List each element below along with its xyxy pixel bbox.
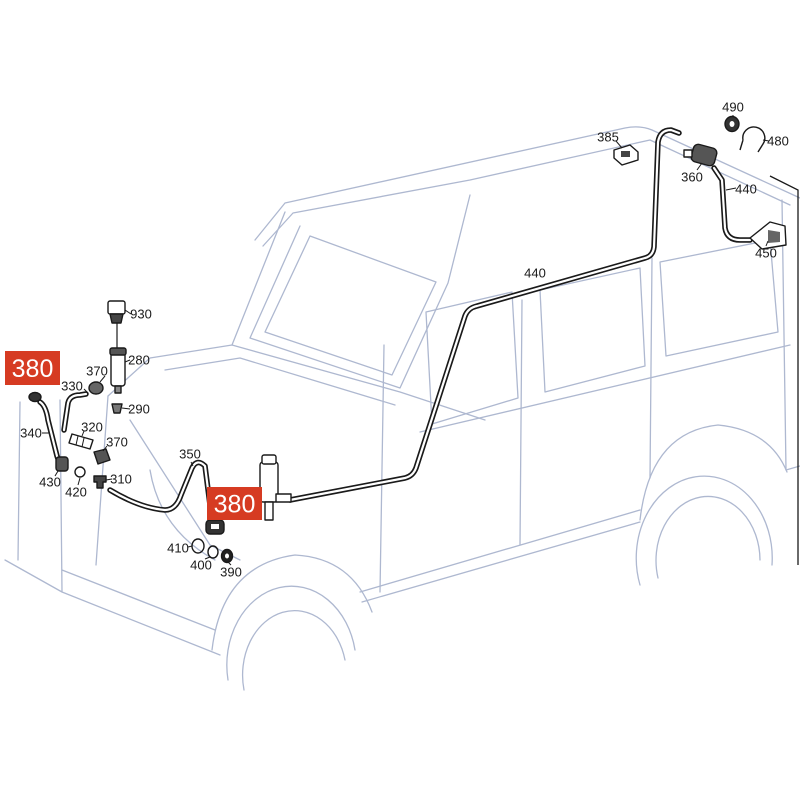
part-400-washer [207, 545, 219, 559]
windshield-inner [264, 235, 437, 376]
callout-420: 420 [65, 485, 87, 500]
rocker-panel [359, 509, 641, 603]
vehicle-outline [4, 126, 800, 691]
callout-280: 280 [128, 353, 150, 368]
callout-410: 410 [167, 541, 189, 556]
part-370-lower [93, 448, 111, 465]
callout-480: 480 [767, 134, 789, 149]
callout-440-main: 440 [524, 266, 546, 281]
part-450-nozzle [749, 221, 787, 250]
rear-tire [635, 475, 773, 586]
highlight-label: 380 [12, 355, 54, 383]
hose-350 [107, 459, 213, 513]
rear-door-window [539, 267, 646, 393]
callout-400: 400 [190, 558, 212, 573]
part-480-clip [739, 126, 766, 153]
rear-wheel-arch [639, 424, 788, 521]
part-370-upper [88, 381, 104, 395]
door-lines [379, 257, 653, 593]
part-380-left-nozzle [28, 391, 42, 403]
callout-350: 350 [179, 447, 201, 462]
callout-430: 430 [39, 475, 61, 490]
callout-385: 385 [597, 130, 619, 145]
highlighted-callout-380-left: 380 [5, 351, 60, 385]
rear-side-window [659, 239, 779, 357]
part-420-seal [74, 466, 86, 478]
hose-440-rear [711, 165, 753, 243]
callout-360: 360 [681, 170, 703, 185]
part-280-washer-pump [109, 347, 127, 394]
part-320-connector [68, 433, 94, 450]
callout-930: 930 [130, 307, 152, 322]
callout-440-rear: 440 [735, 182, 757, 197]
front-tire [226, 585, 356, 691]
highlight-label: 380 [214, 491, 256, 519]
front-door-window [425, 291, 519, 425]
part-390-nut [220, 548, 234, 564]
part-430-clip [55, 456, 69, 472]
washer-pump-unit [259, 454, 292, 521]
hose-330 [61, 391, 89, 433]
hose-440-main [287, 127, 682, 503]
part-310-fitting [93, 475, 107, 489]
windshield-frame [231, 194, 471, 389]
part-380-right-nozzle [205, 519, 225, 535]
front-wheel-arch [211, 554, 373, 651]
part-490-grommet [724, 115, 740, 133]
highlight-box [5, 351, 60, 385]
callout-450: 450 [755, 246, 777, 261]
callout-490: 490 [722, 100, 744, 115]
callout-320: 320 [81, 420, 103, 435]
highlighted-callout-380-right: 380 [207, 487, 262, 520]
callout-290: 290 [128, 402, 150, 417]
hood-crease [164, 357, 396, 406]
leader-lines [42, 115, 770, 566]
callout-370-lower: 370 [106, 435, 128, 450]
belt-line [419, 344, 791, 433]
rear-body [781, 199, 800, 471]
callout-330: 330 [61, 379, 83, 394]
callout-340: 340 [20, 426, 42, 441]
highlight-box [207, 487, 262, 520]
part-290-cap [111, 403, 123, 414]
callout-labels: 490 480 385 360 440 450 440 930 280 370 … [20, 100, 789, 580]
roof-outline [254, 126, 800, 241]
part-930-connector [107, 300, 126, 349]
callout-390: 390 [220, 565, 242, 580]
rear-edge-line [769, 175, 799, 565]
part-385-connector [613, 144, 639, 166]
callout-370-upper: 370 [86, 364, 108, 379]
callout-310: 310 [110, 472, 132, 487]
